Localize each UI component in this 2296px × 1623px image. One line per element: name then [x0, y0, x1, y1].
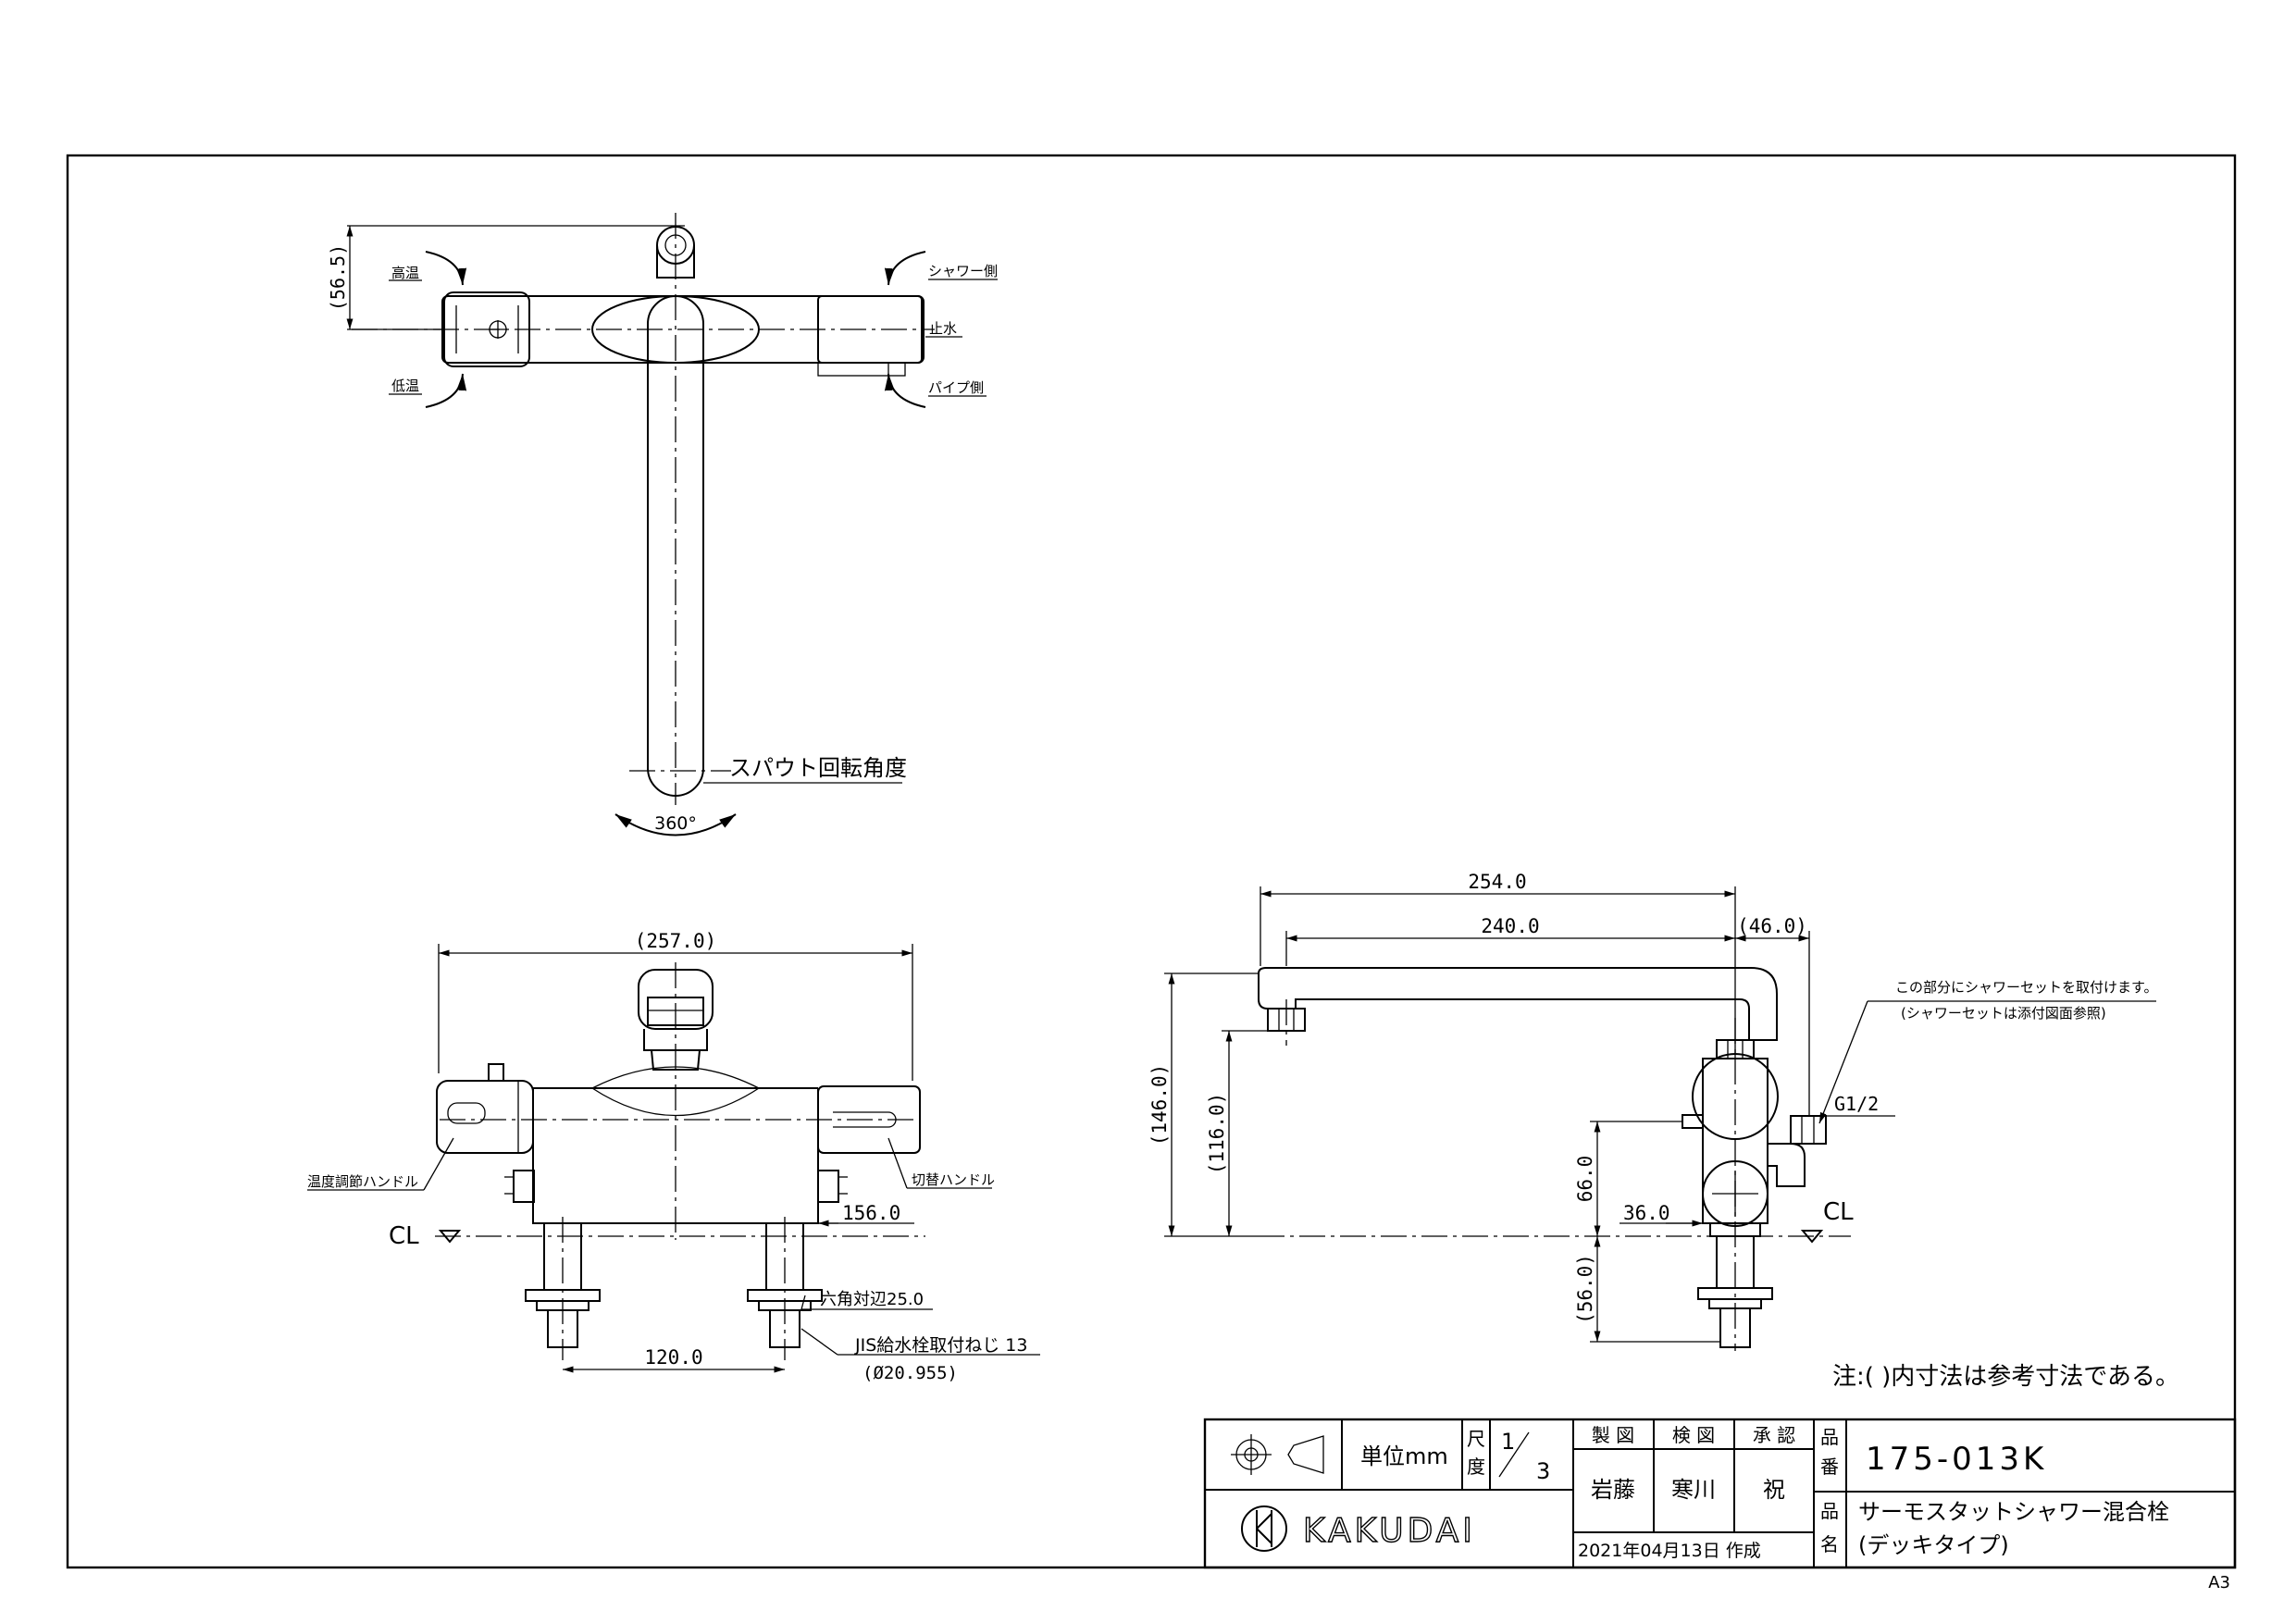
dim-side-66: 66.0 [1574, 1156, 1596, 1203]
dim-side-240: 240.0 [1481, 915, 1539, 937]
front-temp-handle [436, 1080, 534, 1154]
dim-side-146: (146.0) [1148, 1064, 1171, 1146]
projection-symbol-icon [1231, 1434, 1324, 1475]
label-pipe-side: パイプ側 [928, 379, 984, 396]
dim-side-46: (46.0) [1737, 915, 1807, 937]
kakudai-logo: KAKUDAI [1241, 1505, 1476, 1552]
label-switch-handle: 切替ハンドル [912, 1171, 995, 1188]
checked-by: 寒川 [1671, 1477, 1716, 1503]
label-high-temp: 高温 [391, 265, 419, 281]
label-shower-side: シャワー側 [928, 263, 998, 279]
made-label: 製 図 [1592, 1424, 1634, 1446]
reference-note: 注:( )内寸法は参考寸法である。 [1832, 1363, 2179, 1391]
sheet-size: A3 [2208, 1573, 2230, 1592]
part-no-label-1: 品 [1820, 1426, 1839, 1448]
label-hex: 六角対辺25.0 [820, 1290, 924, 1309]
brand-name: KAKUDAI [1303, 1512, 1476, 1550]
dim-top-56-5: (56.5) [327, 244, 349, 311]
check-label: 検 図 [1672, 1424, 1715, 1446]
dim-side-56: (56.0) [1574, 1254, 1596, 1324]
part-name-1: サーモスタットシャワー混合栓 [1858, 1499, 2169, 1525]
part-name-label-1: 品 [1820, 1500, 1839, 1522]
dim-front-257: (257.0) [635, 930, 717, 952]
part-name-label-2: 名 [1820, 1533, 1839, 1555]
front-view: CL (257.0) 156.0 120.0 温度調節ハンドル 切替ハンドル 六… [307, 930, 1040, 1383]
dim-front-120: 120.0 [644, 1346, 702, 1369]
part-number: 175-013K [1866, 1441, 2047, 1478]
scale-denominator: 3 [1536, 1458, 1550, 1484]
dim-front-156: 156.0 [842, 1202, 900, 1224]
label-rotation-angle: 360° [654, 813, 697, 834]
scale-label-2: 度 [1467, 1456, 1485, 1478]
approve-label: 承 認 [1753, 1424, 1795, 1446]
label-temp-handle: 温度調節ハンドル [307, 1173, 418, 1190]
label-low-temp: 低温 [391, 378, 419, 394]
drawing-frame [66, 154, 2237, 1569]
dim-side-36: 36.0 [1623, 1202, 1670, 1224]
label-jis: JIS給水栓取付ねじ 13 [854, 1335, 1027, 1356]
part-no-label-2: 番 [1820, 1456, 1839, 1478]
dim-side-254: 254.0 [1468, 871, 1526, 893]
top-view: (56.5) 高温 低温 シャワー側 止水 パイプ側 スパウト回転角度 360° [327, 213, 998, 836]
label-jis-dia: (Ø20.955) [863, 1363, 958, 1383]
scale-numerator: 1 [1501, 1429, 1515, 1455]
label-cl-side: CL [1823, 1198, 1854, 1226]
approved-by: 祝 [1763, 1477, 1785, 1503]
label-spout-rotation: スパウト回転角度 [729, 755, 907, 781]
label-shower-attach-1: この部分にシャワーセットを取付けます。 [1895, 979, 2158, 996]
title-block: 単位mm 尺 度 1 3 製 図 検 図 承 認 岩藤 寒川 祝 2021年04… [1203, 1418, 2237, 1569]
label-cl-front: CL [389, 1222, 419, 1250]
part-name-2: (デッキタイプ) [1858, 1532, 2009, 1558]
label-stop-water: 止水 [929, 320, 957, 337]
label-thread-g: G1/2 [1834, 1093, 1879, 1115]
date-created: 2021年04月13日 作成 [1578, 1541, 1761, 1561]
made-by: 岩藤 [1591, 1477, 1635, 1503]
label-shower-attach-2: (シャワーセットは添付図面参照) [1901, 1005, 2106, 1022]
side-view: CL 254.0 240.0 (46.0) (146.0) (116.0) 66… [1148, 871, 2158, 1351]
dim-side-116: (116.0) [1206, 1093, 1228, 1175]
unit-label: 単位mm [1360, 1443, 1448, 1469]
scale-label-1: 尺 [1467, 1428, 1485, 1450]
